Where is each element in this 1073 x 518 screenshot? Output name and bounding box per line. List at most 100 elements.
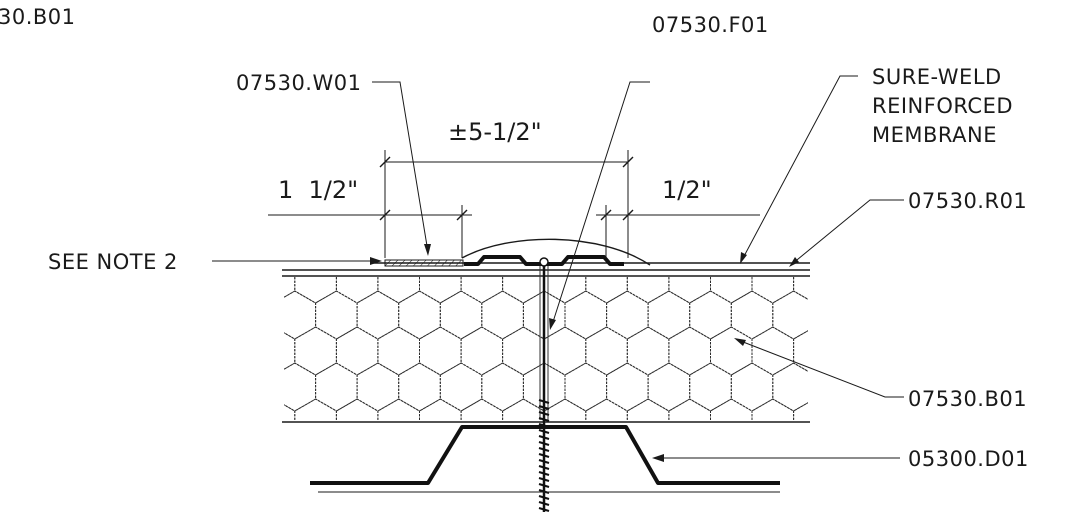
insulation-cell <box>814 363 856 411</box>
insulation-cell <box>335 398 379 421</box>
insulation-cell <box>731 435 773 483</box>
right-dimension: 1/2" <box>662 176 712 204</box>
insulation-cell <box>793 277 808 300</box>
insulation-cell <box>960 471 1002 518</box>
screw-thread <box>538 459 550 464</box>
screw-thread <box>538 477 550 482</box>
insulation-cell <box>482 435 524 483</box>
membrane-label-line3: MEMBRANE <box>872 123 997 147</box>
insulation-cell <box>503 471 545 518</box>
insulation-cell <box>377 326 420 376</box>
insulation-cell <box>751 398 795 421</box>
insulation-cell <box>502 326 545 376</box>
insulation-cell <box>877 471 919 518</box>
insulation-cell <box>710 277 753 304</box>
insulation-cell <box>918 327 960 375</box>
fastener-ref-label: 07530.F01 <box>652 13 769 37</box>
screw-thread <box>538 507 550 512</box>
steel-deck <box>310 425 780 493</box>
insulation-cell <box>856 363 898 411</box>
insulation-cell <box>626 398 670 421</box>
insulation-cell <box>710 326 753 376</box>
screw-thread <box>538 453 550 458</box>
insulation-cell <box>647 290 691 340</box>
insulation-cell <box>960 255 1002 303</box>
insulation-cell <box>856 291 898 339</box>
insulation-cell <box>481 290 524 340</box>
insulation-cell <box>751 277 795 304</box>
insulation-cell <box>689 290 732 340</box>
insulation-cell <box>315 362 358 412</box>
membrane-label-line1: SURE-WELD <box>872 65 1002 89</box>
insulation-cell <box>378 471 420 518</box>
leaders <box>212 75 904 462</box>
see-note-label: SEE NOTE 2 <box>48 250 178 274</box>
insulation-cell <box>918 471 960 518</box>
insulation-cell <box>710 398 753 421</box>
insulation-cell <box>232 291 274 339</box>
insulation-hatch-pattern <box>212 255 1002 518</box>
insulation-cell <box>606 362 649 412</box>
insulation-cell <box>212 399 254 447</box>
insulation-cell <box>689 362 732 412</box>
insulation-cell <box>835 471 877 518</box>
insulation-cell <box>274 435 316 483</box>
insulation-cell <box>668 277 711 304</box>
insulation-cell <box>856 435 898 483</box>
insulation-cell <box>544 471 586 518</box>
membrane-seam <box>370 238 810 267</box>
insulation-cell <box>647 362 691 412</box>
insulation-cell <box>814 435 856 483</box>
screw-thread <box>538 417 550 422</box>
insulation-cell <box>960 327 1002 375</box>
insulation-cell <box>751 326 795 376</box>
insulation-cell <box>419 398 462 421</box>
insulation-cell <box>773 435 815 483</box>
insulation-cell <box>668 398 711 421</box>
insulation-cell <box>212 255 254 303</box>
insulation-cell <box>284 404 296 421</box>
insulation-cell <box>564 362 608 412</box>
insulation-cell <box>543 398 587 421</box>
insulation-cell <box>835 327 877 375</box>
screw-thread <box>538 495 550 500</box>
screw-thread <box>538 399 550 404</box>
insulation-cell <box>626 326 670 376</box>
insulation-ref-label: 07530.B01 <box>908 387 1027 411</box>
insulation-cell <box>502 398 545 421</box>
screw-thread <box>538 447 550 452</box>
insulation-cell <box>460 398 504 421</box>
insulation-cell <box>669 471 711 518</box>
insulation-cell <box>814 291 856 339</box>
insulation-cell <box>315 290 358 340</box>
insulation-cell <box>295 471 337 518</box>
insulation-cell <box>565 435 607 483</box>
insulation-board <box>212 255 1002 518</box>
insulation-cell <box>772 362 808 412</box>
insulation-cell <box>439 362 483 412</box>
insulation-cell <box>586 471 628 518</box>
insulation-cell <box>284 362 317 412</box>
membrane-label-line2: REINFORCED <box>872 94 1013 118</box>
screw-thread <box>538 471 550 476</box>
insulation-cell <box>794 471 836 518</box>
insulation-cell <box>316 435 358 483</box>
insulation-cell <box>481 362 524 412</box>
screw-thread <box>538 429 550 434</box>
insulation-cell <box>772 290 808 340</box>
insulation-cell <box>284 332 296 370</box>
insulation-cell <box>357 435 399 483</box>
insulation-cell <box>212 327 254 375</box>
insulation-cell <box>420 471 462 518</box>
insulation-cell <box>877 255 919 303</box>
insulation-cell <box>793 330 808 372</box>
insulation-cell <box>898 291 940 339</box>
insulation-cell <box>377 398 420 421</box>
insulation-cell <box>419 326 462 376</box>
insulation-cell <box>336 471 378 518</box>
insulation-cell <box>398 362 441 412</box>
insulation-cell <box>232 435 274 483</box>
insulation-cell <box>668 326 711 376</box>
insulation-cell <box>606 290 649 340</box>
